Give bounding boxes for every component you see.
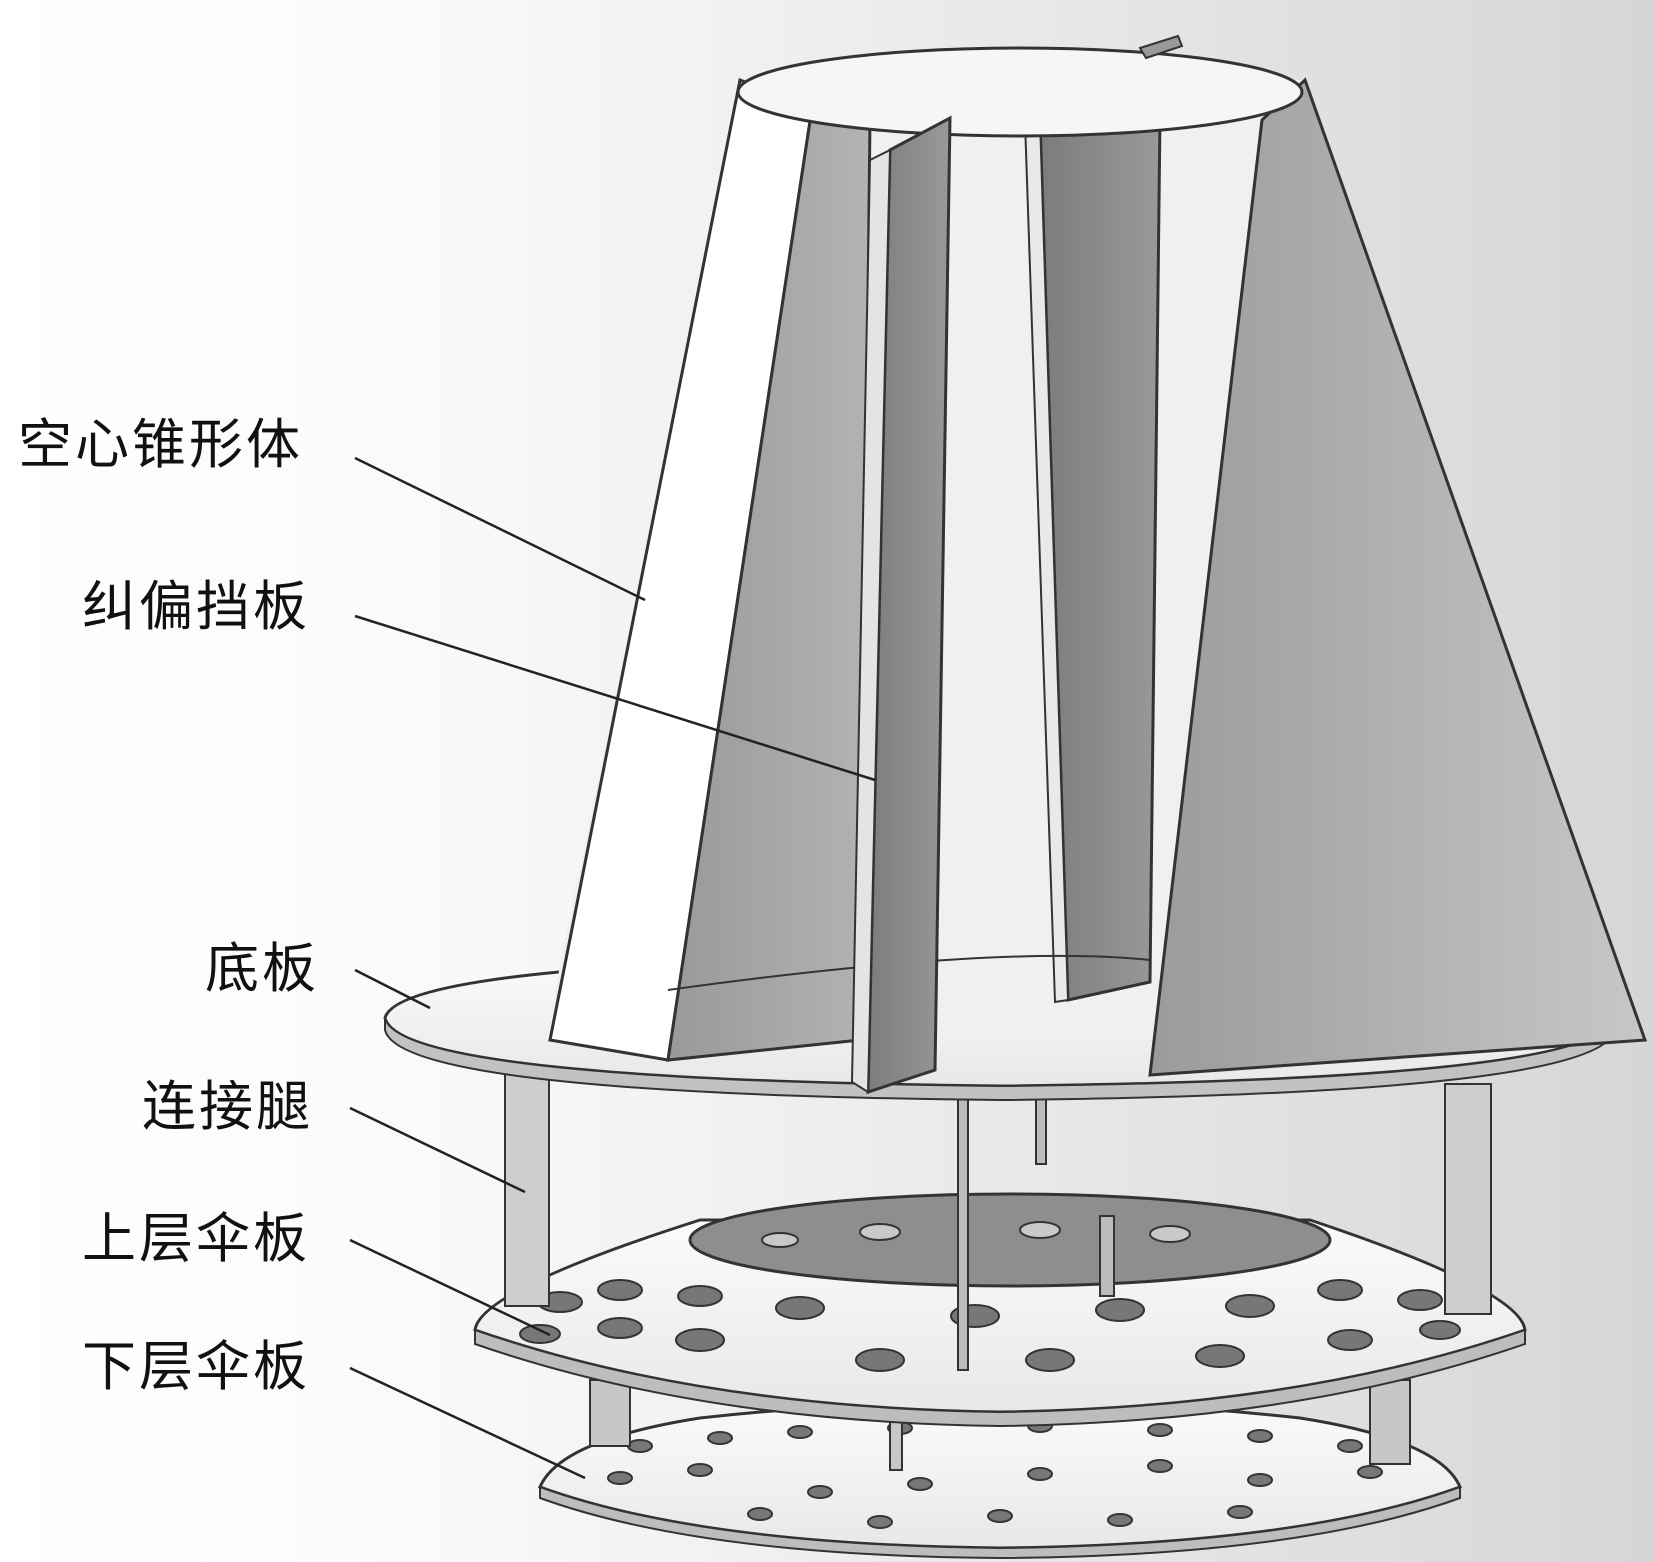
leader-baffle — [354, 614, 876, 782]
connecting-legs — [504, 1073, 1492, 1315]
leader-hollow-cone — [354, 456, 646, 602]
hollow-cone — [545, 34, 1648, 1077]
label-connecting-leg: 连接腿 — [142, 1075, 313, 1138]
leader-base-plate — [354, 968, 431, 1010]
label-lower-umbrella-plate: 下层伞板 — [82, 1335, 310, 1398]
label-base-plate: 底板 — [205, 937, 319, 1000]
upper-umbrella-plate — [473, 1192, 1527, 1428]
leader-lines — [349, 456, 876, 1480]
leader-upper-umbrella — [349, 1238, 551, 1337]
leader-lower-umbrella — [349, 1366, 586, 1480]
lower-umbrella-plate — [537, 1400, 1463, 1560]
label-upper-umbrella-plate: 上层伞板 — [82, 1207, 310, 1270]
lower-legs — [589, 1379, 1411, 1471]
leader-connecting-leg — [349, 1106, 526, 1194]
label-baffle: 纠偏挡板 — [82, 575, 310, 638]
label-hollow-cone: 空心锥形体 — [18, 413, 303, 476]
